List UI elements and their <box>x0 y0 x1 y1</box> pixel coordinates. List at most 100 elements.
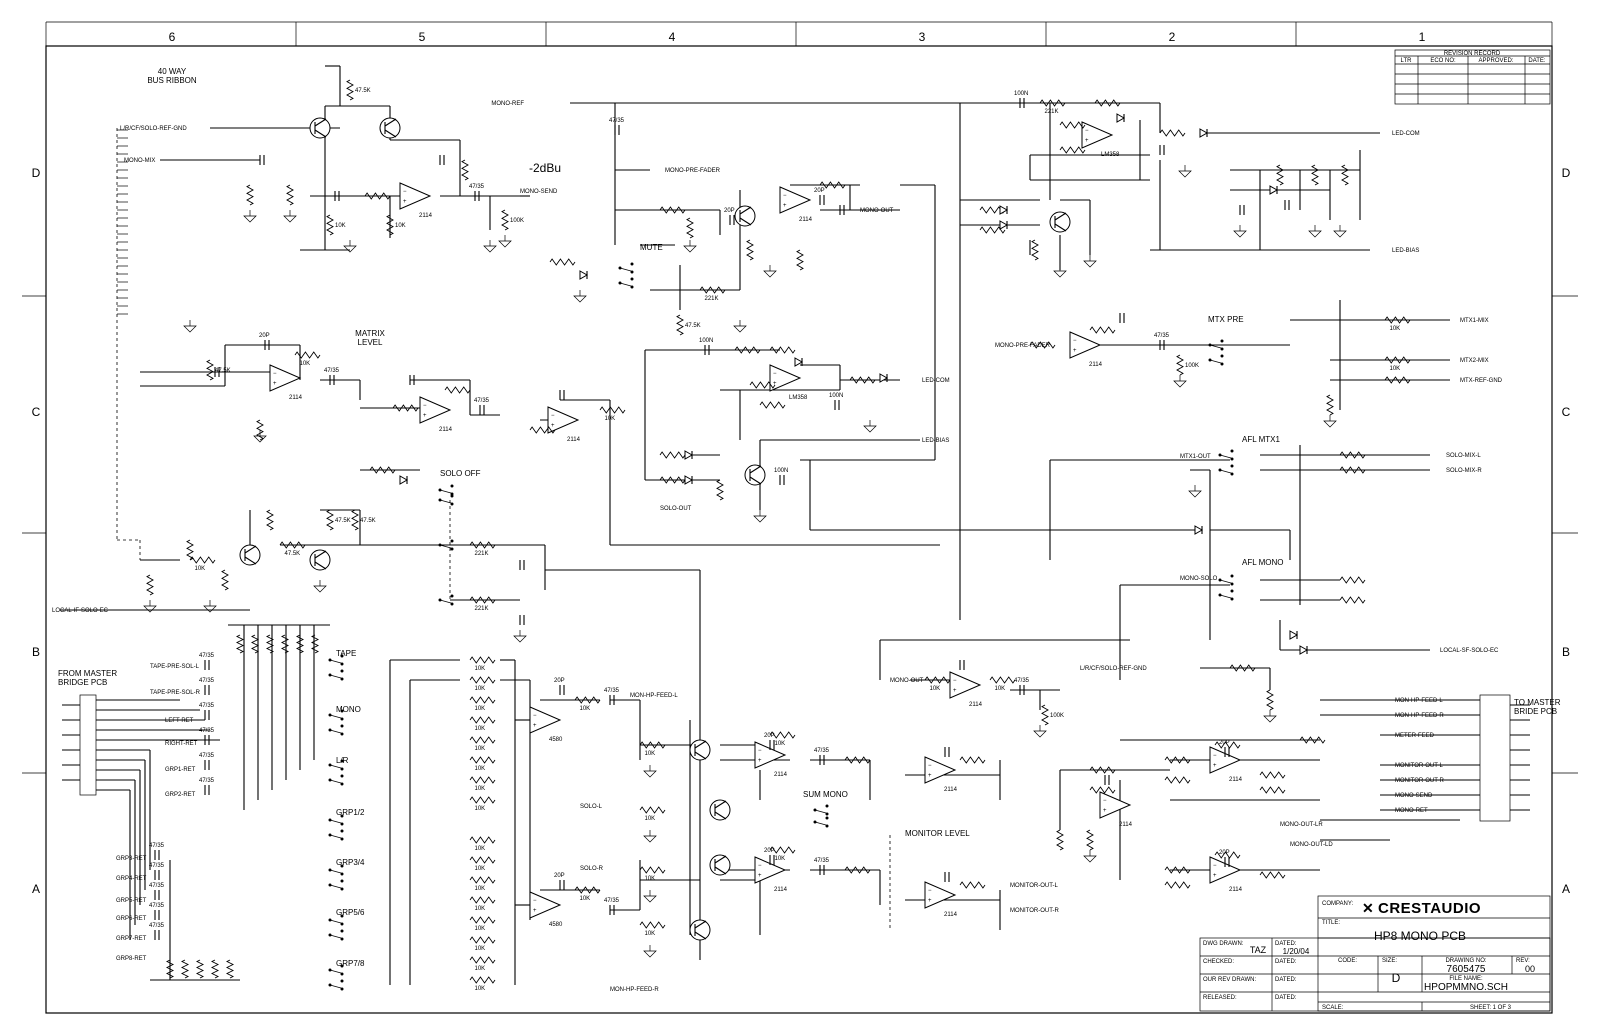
resistor-r167 <box>1059 146 1086 154</box>
crest-audio-logo: ✕ CRESTAUDIO <box>1362 900 1481 917</box>
afl-mtx1-label: AFL MTX1 <box>1242 435 1280 444</box>
ground-17 <box>753 510 767 523</box>
opamp-u7b-minus: − <box>1213 863 1217 869</box>
level-2dbu-label: -2dBu <box>529 161 561 175</box>
resistor-r188 <box>469 541 496 549</box>
ground-20 <box>1188 485 1202 498</box>
switch-6-p3 <box>1220 347 1224 351</box>
resistor-bus-r33 <box>469 896 496 904</box>
opamp-u7b-plus: + <box>1213 873 1217 879</box>
resistor-r204 <box>1276 164 1284 186</box>
switch-25-blade <box>329 984 342 989</box>
net-mon-hp-feed-r-left: MON-HP-FEED-R <box>610 987 659 993</box>
resistor-r180-value: 10K <box>195 566 206 572</box>
net-monitor-out-l-bottom: MONITOR-OUT-L <box>1010 883 1059 889</box>
opamp-u3b-body <box>547 406 580 434</box>
drawing-no-value: 7605475 <box>1447 964 1486 975</box>
switch-12-blade <box>329 659 342 664</box>
opamp-u3a-right-part: LM358 <box>1101 152 1120 158</box>
resistor-r48-value: 10K <box>580 706 591 712</box>
capacitor-c17-value: 47/35 <box>199 728 215 734</box>
ground-25 <box>513 630 527 643</box>
opamp-u6b-minus: − <box>1103 798 1107 804</box>
our-rev-label: OUR REV DRAWN: <box>1203 977 1256 983</box>
scale-label: SCALE: <box>1322 1005 1344 1011</box>
resistor-bus-r31 <box>469 856 496 864</box>
capacitor-c13-value: 47/35 <box>199 678 215 684</box>
switch-5-p2 <box>450 594 454 598</box>
capacitor-c15-value: 47/35 <box>199 778 215 784</box>
capacitor-c7b-value: 100N <box>829 393 843 399</box>
switch-8-p2 <box>1230 449 1234 453</box>
rev-value: 00 <box>1525 964 1535 974</box>
grp78-label: GRP7/8 <box>336 959 365 968</box>
transistor-q6-emitter <box>1054 223 1067 232</box>
date-value: 1/20/04 <box>1283 947 1310 956</box>
resistor-r48 <box>574 696 601 704</box>
opamp-u4a-body <box>924 881 957 909</box>
fet-q11-collector <box>694 740 707 749</box>
resistor-bus-r36 <box>469 956 496 964</box>
switch-20-p3 <box>340 872 344 876</box>
capacitor-c28-value: 20P <box>764 733 775 739</box>
switch-25-p2 <box>340 979 344 983</box>
grp56-label: GRP5/6 <box>336 908 365 917</box>
resistor-bus-r35 <box>469 936 496 944</box>
ground-5 <box>763 265 777 278</box>
resistor-r78 <box>1384 356 1411 364</box>
resistor-r1-value: 47.5K <box>215 368 231 374</box>
net-mon-hp-feed-r: MON-HP-FEED-R <box>1395 713 1444 719</box>
capacitor-c7-value: 47/35 <box>324 368 340 374</box>
fet-q14 <box>709 799 731 821</box>
capacitor-c35-value: 47/35 <box>1154 333 1170 339</box>
opamp-u5b-minus: − <box>758 863 762 869</box>
zone-row-c-left: C <box>32 405 41 419</box>
capacitor-c31-value: 47/35 <box>814 748 830 754</box>
sheet-value: SHEET: 1 OF 3 <box>1470 1005 1512 1011</box>
net-left-ret: LEFT-RET <box>165 718 194 724</box>
opamp-u1a-plus: + <box>273 381 277 387</box>
opamp-u1a-body <box>269 364 302 392</box>
opamp-u11b-minus: − <box>403 189 407 195</box>
resistor-bus-r28 <box>469 776 496 784</box>
switch-6-blade <box>1209 344 1222 349</box>
net-mtx2-mix: MTX2-MIX <box>1460 358 1489 364</box>
resistor-r203 <box>1311 164 1319 186</box>
switch-23-p2 <box>340 929 344 933</box>
resistor-r72-value: 221K <box>1045 109 1059 115</box>
resistor-r186 <box>279 541 306 549</box>
zone-row-c-right: C <box>1562 405 1571 419</box>
switch-20-p2 <box>340 864 344 868</box>
switch-14-blade <box>329 714 342 719</box>
size-value: D <box>1392 971 1401 985</box>
ribbon-pin-stack <box>117 129 128 315</box>
transistor-q8-collector <box>739 206 752 215</box>
switch-27-blade <box>814 821 827 826</box>
resistor-r114 <box>1214 851 1241 859</box>
resistor-r116b <box>1159 129 1186 137</box>
net-mono-mix: MONO-MIX <box>124 158 155 164</box>
date-label: DATED: <box>1275 941 1297 947</box>
diode-10 <box>579 270 589 280</box>
resistor-r126 <box>1339 466 1366 474</box>
opamp-u7b: −+2114 <box>1209 856 1243 893</box>
transistor-q1-emitter <box>749 476 762 485</box>
zone-row-b-right: B <box>1562 645 1570 659</box>
resistor-r134 <box>1259 871 1286 879</box>
resistor-r96-value: 10K <box>335 223 346 229</box>
net-mono-pre-fader: MONO-PRE-FADER <box>665 168 721 174</box>
ground-2 <box>343 240 357 253</box>
capacitor-c27-value: 47/35 <box>604 898 620 904</box>
resistor-tape-r2 <box>265 634 275 654</box>
net-led-com: LED-COM <box>1392 131 1420 137</box>
resistor-r87 <box>924 676 951 684</box>
capacitor-c70-value: 47/35 <box>474 398 490 404</box>
switch-14-p2 <box>340 709 344 713</box>
capacitor-c31b-value: 47/35 <box>1014 678 1030 684</box>
capacitor-c80-value: 20P <box>1219 850 1230 856</box>
resistor-r97-value: 10K <box>395 223 406 229</box>
net-local-if-solo: LOCAL-IF-SOLO-EC <box>52 608 109 614</box>
switch-7-blade <box>1209 359 1222 364</box>
resistor-r74 <box>1384 376 1411 384</box>
zone-col-4: 4 <box>669 30 676 44</box>
